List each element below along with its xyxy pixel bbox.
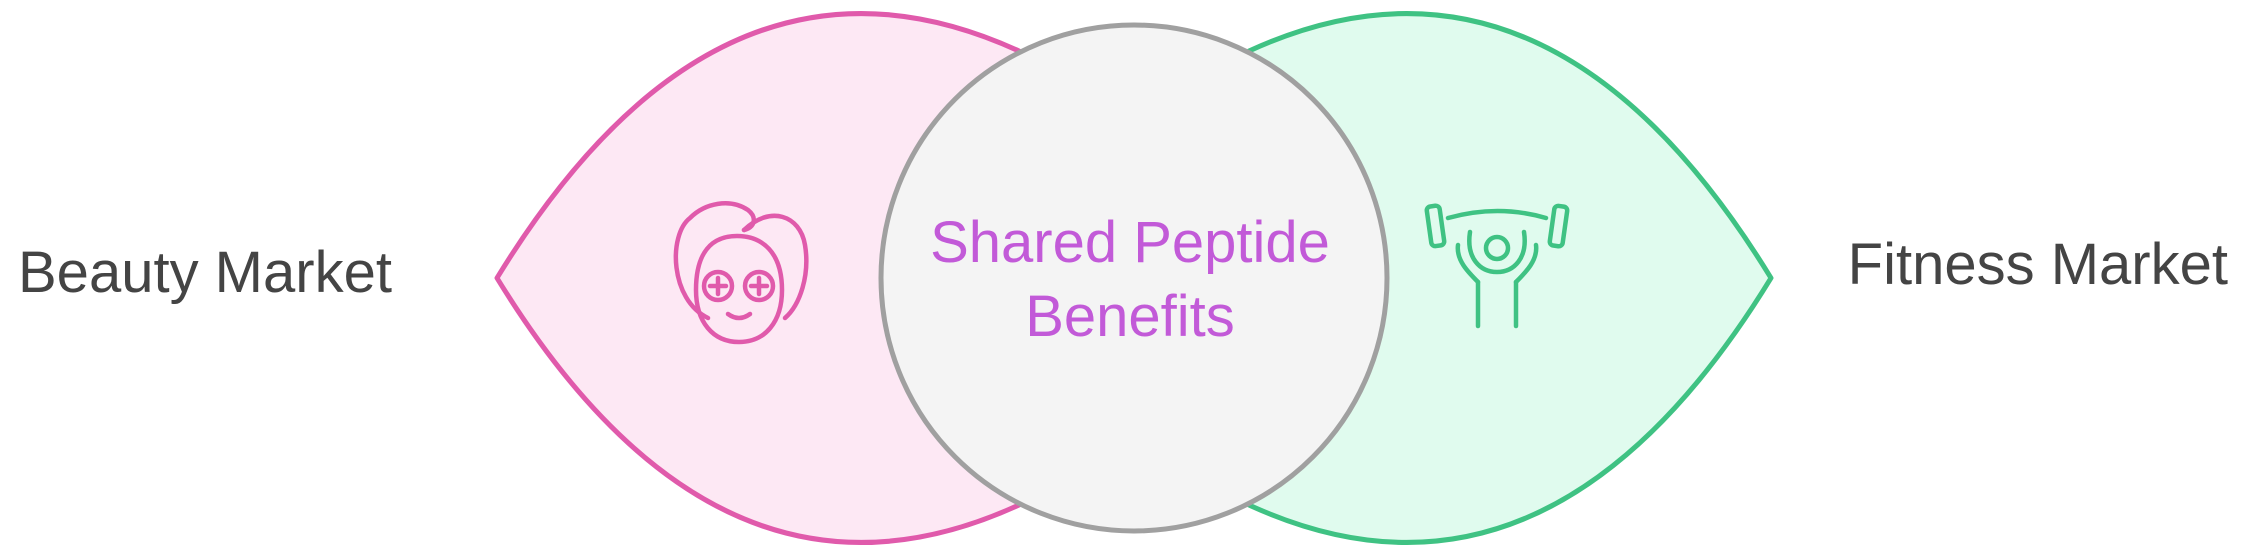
- shared-benefits-circle: [878, 22, 1390, 534]
- center-label-line2: Benefits: [1025, 284, 1235, 349]
- center-label-line1: Shared Peptide: [930, 210, 1330, 275]
- fitness-market-label: Fitness Market: [1848, 232, 2228, 297]
- beauty-market-label: Beauty Market: [18, 240, 392, 305]
- face-mask-icon: [673, 201, 809, 345]
- weightlifter-icon: [1424, 203, 1570, 329]
